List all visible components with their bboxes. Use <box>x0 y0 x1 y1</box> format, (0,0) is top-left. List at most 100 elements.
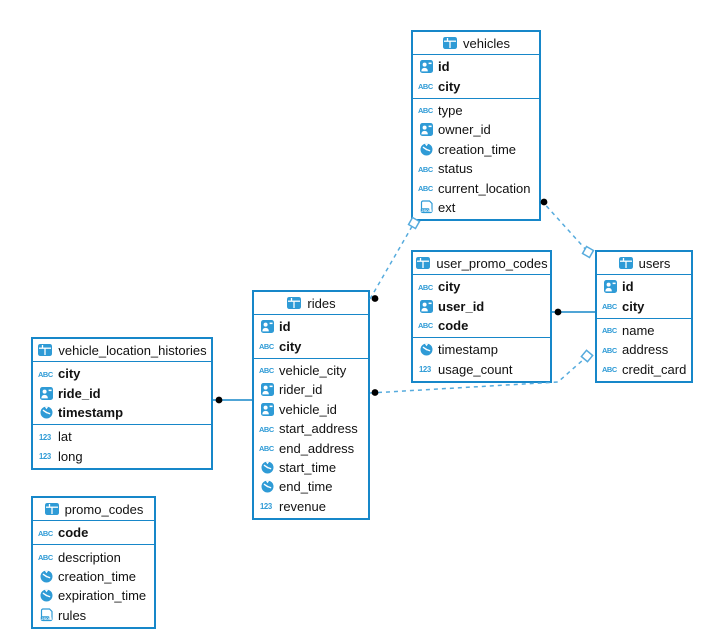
text-icon: ABC <box>602 323 618 337</box>
svg-text:ABC: ABC <box>602 302 618 311</box>
table-name: vehicle_location_histories <box>58 342 207 358</box>
column-row-id[interactable]: id <box>413 57 539 76</box>
column-name: timestamp <box>58 404 124 420</box>
column-name: name <box>622 322 655 338</box>
relationship-line[interactable] <box>369 222 415 300</box>
svg-text:ABC: ABC <box>259 444 275 453</box>
column-row-name[interactable]: ABC name <box>597 321 691 340</box>
table-icon <box>44 502 60 516</box>
relationship-dot-end <box>371 295 379 302</box>
column-row-description[interactable]: ABC description <box>33 547 154 566</box>
table-header-promo_codes[interactable]: promo_codes <box>33 498 154 521</box>
column-row-rider_id[interactable]: rider_id <box>254 380 368 399</box>
relationship-line[interactable] <box>540 199 589 253</box>
table-header-vehicle_location_histories[interactable]: vehicle_location_histories <box>33 339 211 362</box>
column-row-vehicle_city[interactable]: ABC vehicle_city <box>254 361 368 380</box>
relationship-dot-end <box>540 198 548 206</box>
table-header-users[interactable]: users <box>597 252 691 275</box>
relationship-vehicles-to-users[interactable] <box>540 198 595 259</box>
column-row-end_time[interactable]: end_time <box>254 477 368 496</box>
table-header-rides[interactable]: rides <box>254 292 368 315</box>
column-row-id[interactable]: id <box>597 277 691 296</box>
relationship-vehicle_location_histories-to-rides[interactable] <box>213 396 253 404</box>
relationship-user_promo_codes-to-users[interactable] <box>552 308 595 316</box>
column-name: usage_count <box>438 361 513 377</box>
text-icon: ABC <box>418 181 434 195</box>
column-name: id <box>438 59 450 75</box>
column-name: creation_time <box>438 141 517 157</box>
column-row-expiration_time[interactable]: expiration_time <box>33 586 154 605</box>
column-row-ride_id[interactable]: ride_id <box>33 383 211 402</box>
svg-text:ABC: ABC <box>418 106 434 115</box>
clock-icon <box>259 460 275 474</box>
column-name: city <box>58 366 81 382</box>
column-name: expiration_time <box>58 588 147 604</box>
column-name: vehicle_city <box>279 362 347 378</box>
relationship-dot-end <box>554 308 562 316</box>
column-name: city <box>622 298 645 314</box>
column-row-creation_time[interactable]: creation_time <box>33 567 154 586</box>
column-name: long <box>58 448 83 464</box>
text-icon: ABC <box>602 299 618 313</box>
table-header-user_promo_codes[interactable]: user_promo_codes <box>413 252 550 275</box>
column-row-owner_id[interactable]: owner_id <box>413 120 539 139</box>
column-row-vehicle_id[interactable]: vehicle_id <box>254 400 368 419</box>
svg-text:123: 123 <box>260 502 273 511</box>
table-name: users <box>638 255 671 271</box>
column-row-start_time[interactable]: start_time <box>254 458 368 477</box>
column-row-timestamp[interactable]: timestamp <box>413 340 550 359</box>
column-row-id[interactable]: id <box>254 317 368 336</box>
column-row-user_id[interactable]: user_id <box>413 296 550 315</box>
text-icon: ABC <box>38 550 54 564</box>
svg-text:JSON: JSON <box>41 616 52 621</box>
column-row-creation_time[interactable]: creation_time <box>413 140 539 159</box>
column-row-city[interactable]: ABC city <box>597 296 691 315</box>
column-row-timestamp[interactable]: timestamp <box>33 403 211 422</box>
svg-text:ABC: ABC <box>259 366 275 375</box>
text-icon: ABC <box>418 103 434 117</box>
column-name: id <box>279 319 291 335</box>
svg-text:ABC: ABC <box>418 283 434 292</box>
relationship-diamond-end <box>580 349 594 363</box>
column-row-usage_count[interactable]: 123 usage_count <box>413 360 550 379</box>
json-icon: JSON <box>38 608 54 622</box>
clock-icon <box>38 405 54 419</box>
table-name: promo_codes <box>64 501 144 517</box>
table-header-vehicles[interactable]: vehicles <box>413 32 539 55</box>
column-name: description <box>58 549 121 565</box>
clock-icon <box>38 569 54 583</box>
column-name: rider_id <box>279 382 323 398</box>
number-icon: 123 <box>418 362 434 376</box>
svg-text:123: 123 <box>39 433 52 442</box>
